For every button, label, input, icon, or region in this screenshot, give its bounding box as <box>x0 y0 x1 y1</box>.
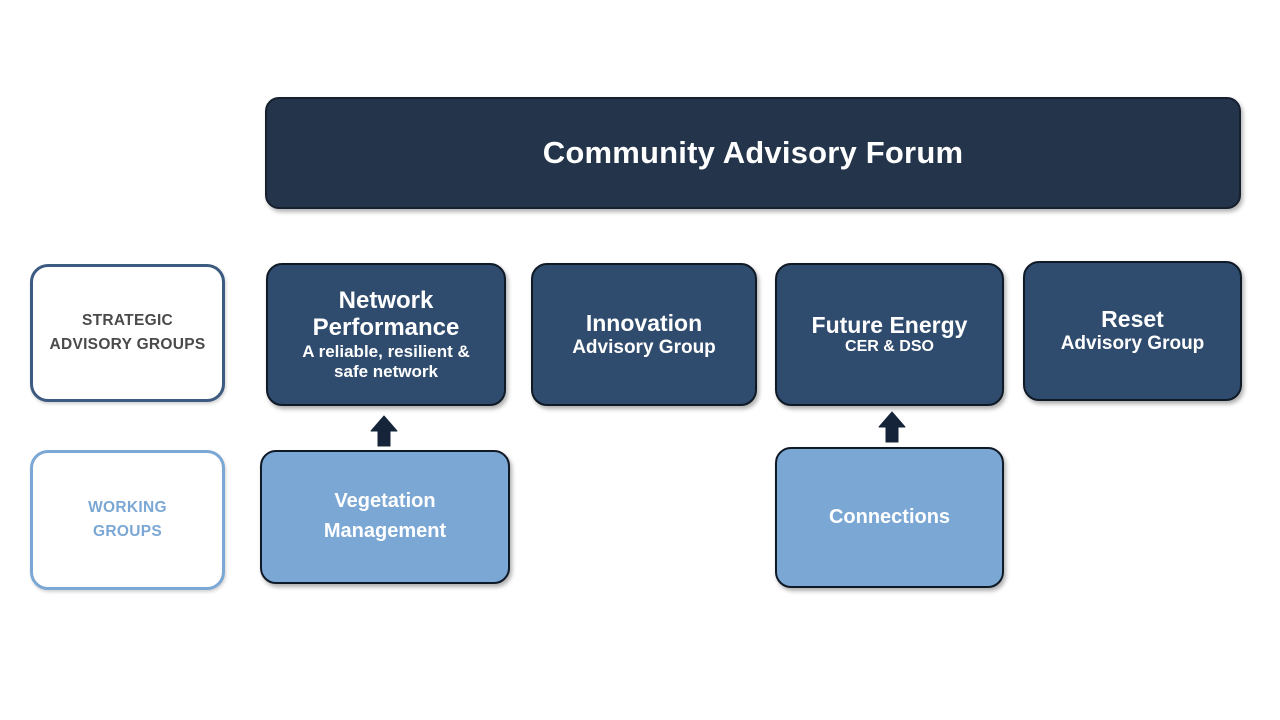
card-reset-title: Reset <box>1101 306 1164 333</box>
card-future-energy[interactable]: Future Energy CER & DSO <box>775 263 1004 406</box>
card-reset[interactable]: Reset Advisory Group <box>1023 261 1242 401</box>
card-future-energy-title: Future Energy <box>811 311 968 338</box>
card-network-performance-title-line-1: Network <box>338 286 434 314</box>
card-network-performance-title-line-2: Performance <box>312 314 460 342</box>
card-network-performance[interactable]: Network Performance A reliable, resilien… <box>266 263 506 406</box>
card-vegetation-management[interactable]: Vegetation Management <box>260 450 510 584</box>
category-strategic-advisory-groups: STRATEGIC ADVISORY GROUPS <box>30 264 225 402</box>
card-future-energy-subtitle: CER & DSO <box>845 338 934 356</box>
arrow-up-icon-vegetation-to-network-performance <box>366 414 402 448</box>
card-network-performance-subtitle-line-1: A reliable, resilient & <box>302 342 470 362</box>
card-vegetation-management-line-2: Management <box>323 520 447 542</box>
card-innovation[interactable]: Innovation Advisory Group <box>531 263 757 406</box>
card-connections[interactable]: Connections <box>775 447 1004 588</box>
category-strategic-line-2: ADVISORY GROUPS <box>49 336 206 353</box>
community-advisory-forum-title: Community Advisory Forum <box>542 135 964 170</box>
category-working-groups: WORKING GROUPS <box>30 450 225 590</box>
card-network-performance-subtitle-line-2: safe network <box>334 362 438 382</box>
card-reset-subtitle: Advisory Group <box>1060 333 1205 355</box>
card-vegetation-management-line-1: Vegetation <box>334 490 436 513</box>
card-innovation-subtitle: Advisory Group <box>572 336 716 358</box>
arrow-up-icon-connections-to-future-energy <box>874 410 910 444</box>
category-working-line-2: GROUPS <box>93 523 162 540</box>
category-strategic-line-1: STRATEGIC <box>81 311 174 329</box>
community-advisory-forum-banner[interactable]: Community Advisory Forum <box>265 97 1241 209</box>
category-working-line-1: WORKING <box>88 498 167 516</box>
card-innovation-title: Innovation <box>585 309 703 336</box>
card-connections-label: Connections <box>828 505 951 528</box>
